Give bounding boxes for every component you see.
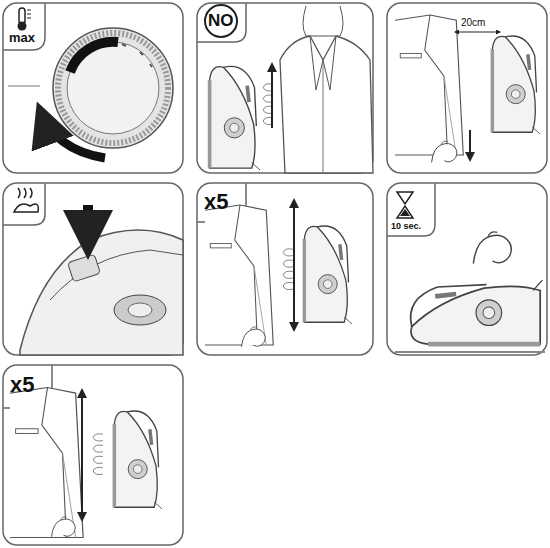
- drawing-part: [492, 36, 540, 134]
- drawing-part: [114, 295, 166, 325]
- drawing-part: [210, 66, 260, 170]
- vertical-steam-repeat: [10, 388, 162, 538]
- drawing-part: [50, 250, 183, 300]
- drawing-part: [83, 205, 93, 250]
- drawing-part: [122, 44, 152, 67]
- time-label: 10 sec.: [391, 222, 421, 231]
- drawing-part: [205, 205, 273, 345]
- drawing-part: [469, 130, 471, 160]
- distance-label: 20cm: [461, 18, 485, 28]
- drawing-part: [411, 280, 543, 344]
- repeat-count: x5: [204, 191, 228, 213]
- drawing-part: [3, 183, 183, 355]
- drawing-part: [271, 64, 273, 128]
- drawing-part: [53, 28, 173, 148]
- drawing-part: [400, 209, 410, 216]
- drawing-part: [197, 3, 246, 42]
- drawing-part: [68, 254, 101, 282]
- drawing-part: [18, 22, 27, 31]
- drawing-part: [52, 517, 76, 537]
- drawing-part: [81, 390, 83, 520]
- no-worn-garment: [205, 5, 373, 173]
- repeat-count: x5: [10, 374, 34, 396]
- warning-label: NO: [208, 12, 234, 29]
- drawing-part: [397, 192, 413, 218]
- drawing-part: [114, 411, 162, 509]
- drawing-part: [93, 434, 103, 475]
- drawing-part: [304, 226, 352, 324]
- drawing-part: [40, 110, 105, 158]
- drawing-part: [3, 183, 45, 225]
- vertical-steam: [205, 200, 352, 347]
- drawing-part: [432, 141, 457, 162]
- drawing-part: [283, 249, 293, 290]
- drawing-part: [197, 3, 373, 173]
- drawing-part: [20, 230, 183, 355]
- drawing-part: [14, 204, 38, 212]
- drawing-part: [395, 351, 545, 353]
- drawing-part: [473, 232, 511, 264]
- drawing-part: [70, 42, 118, 72]
- drawing-part: [197, 183, 373, 355]
- drawing-part: [293, 200, 295, 330]
- panel-frames: [3, 3, 547, 545]
- drawing-part: [10, 388, 83, 538]
- drawing-part: [395, 15, 463, 155]
- drawing-part: [8, 85, 40, 87]
- drawing-part: [323, 60, 324, 173]
- drawing-part: [387, 183, 547, 355]
- drawing-part: [455, 32, 500, 33]
- drawing-part: [18, 188, 32, 198]
- drawing-part: [242, 327, 266, 347]
- temperature-dial: [8, 8, 173, 158]
- drawing-part: [27, 10, 31, 18]
- drawing-part: [387, 183, 435, 236]
- drawing-part: [67, 42, 159, 134]
- drawing-part: [387, 3, 547, 173]
- drawing-part: [3, 3, 183, 173]
- wait-step: [395, 192, 545, 352]
- step-badges: [3, 3, 435, 408]
- drawing-part: [128, 303, 152, 317]
- drawing-part: [3, 365, 183, 545]
- drawing-part: [280, 36, 373, 173]
- temperature-label: max: [9, 31, 35, 44]
- distance-step: [395, 15, 540, 162]
- drawing-part: [3, 3, 45, 50]
- drawing-part: [205, 5, 237, 37]
- drawing-part: [58, 33, 168, 143]
- drawing-part: [411, 280, 543, 344]
- steam-button: [14, 188, 183, 355]
- drawing-part: [303, 6, 343, 36]
